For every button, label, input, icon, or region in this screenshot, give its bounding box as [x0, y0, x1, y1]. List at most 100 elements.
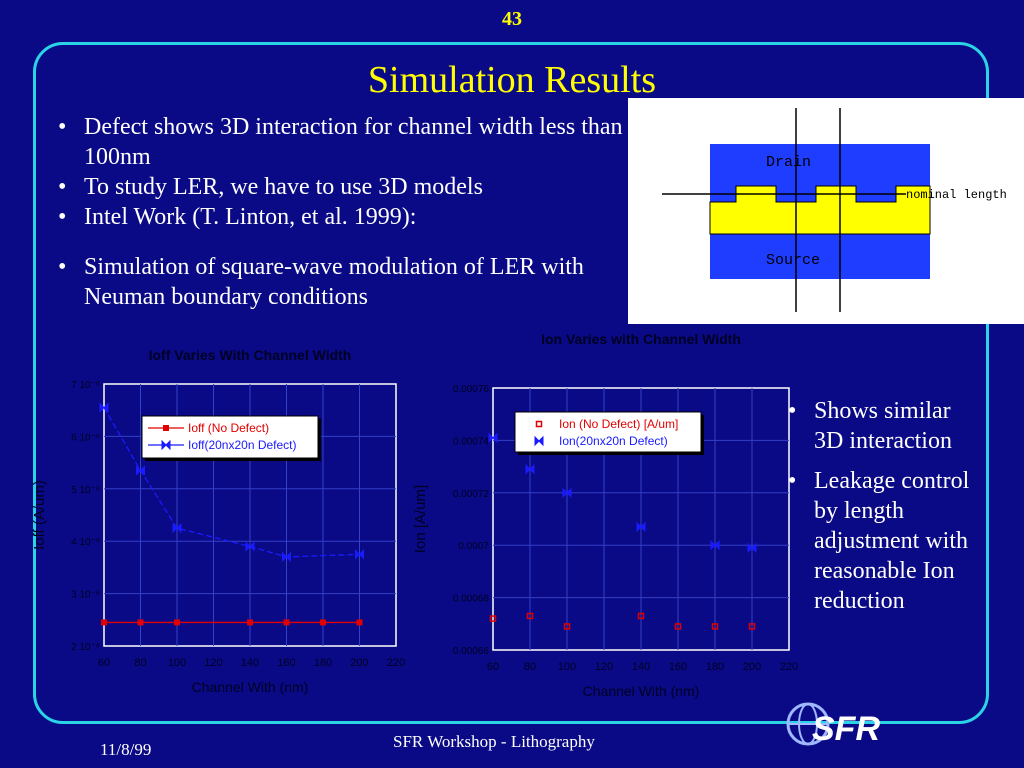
- source-label: Source: [766, 252, 820, 269]
- data-point: [283, 619, 290, 626]
- x-tick-label: 180: [706, 661, 724, 673]
- y-tick-label: 3 10⁻⁶: [71, 590, 100, 601]
- data-point: [101, 619, 107, 626]
- drain-label: Drain: [766, 154, 811, 171]
- bullet-item: • Leakage control by length adjustment wi…: [788, 466, 984, 616]
- x-tick-label: 60: [98, 657, 110, 669]
- legend-label: Ion (No Defect) [A/um]: [559, 417, 678, 431]
- x-axis-label: Channel With (nm): [583, 683, 700, 699]
- y-tick-label: 0.00066: [453, 646, 490, 657]
- device-diagram: Drain Source nominal length: [628, 98, 1024, 324]
- x-tick-label: 120: [595, 661, 613, 673]
- bullet-text: Defect shows 3D interaction for channel …: [84, 114, 623, 170]
- data-point: [674, 623, 682, 630]
- legend-marker: [535, 420, 543, 428]
- slide-title: Simulation Results: [367, 59, 657, 101]
- data-point: [488, 432, 498, 443]
- bullet-list-right: • Shows similar 3D interaction • Leakage c…: [788, 396, 984, 616]
- x-tick-label: 60: [487, 661, 499, 673]
- data-point: [356, 619, 363, 626]
- bullet-dot: •: [788, 468, 797, 494]
- page-number: 43: [502, 8, 522, 30]
- bullet-item: • To study LER, we have to use 3D models: [58, 172, 628, 202]
- x-tick-label: 220: [780, 661, 798, 673]
- bullet-dot: •: [58, 204, 67, 230]
- data-point: [636, 521, 646, 533]
- bullet-text: Shows similar 3D interaction: [814, 398, 952, 454]
- x-tick-label: 200: [350, 657, 368, 669]
- y-tick-label: 0.0007: [458, 541, 489, 552]
- data-point: [562, 487, 572, 499]
- bullet-text: Simulation of square-wave modulation of …: [84, 254, 584, 310]
- legend-box: [141, 415, 319, 459]
- ioff-chart: 60 80 100 120 140 160 180 200 220 7 10⁻⁶ 6 10⁻⁶ 5 1…: [30, 336, 426, 708]
- sfr-logo-svg: SFR: [786, 702, 880, 748]
- y-axis-label: Ioff (A/um): [31, 480, 48, 550]
- bullet-text: To study LER, we have to use 3D models: [84, 174, 483, 200]
- data-point: [174, 619, 180, 626]
- bullet-item: •Intel Work (T. Linton, et al. 1999):: [58, 202, 628, 232]
- x-tick-label: 160: [669, 661, 687, 673]
- x-tick-label: 100: [168, 657, 186, 669]
- channel-region: [709, 185, 931, 235]
- data-point: [563, 623, 571, 630]
- legend-box: [514, 411, 702, 453]
- x-tick-label: 220: [387, 657, 405, 669]
- y-tick-label: 0.00076: [453, 384, 490, 395]
- legend-label: Ioff (No Defect): [188, 421, 269, 435]
- data-point: [637, 612, 645, 620]
- x-tick-label: 80: [134, 657, 146, 669]
- bullet-list-mid: •Simulation of square-wave modulation of…: [58, 252, 628, 312]
- y-tick-label: 4 10⁻⁶: [71, 537, 100, 548]
- legend-marker: [161, 439, 171, 451]
- nominal-length-label: nominal length: [906, 188, 1007, 202]
- bullet-list-top: • Defect shows 3D interaction for channel…: [58, 112, 628, 232]
- bullet-dot: •: [58, 174, 67, 200]
- logo-text: SFR: [812, 710, 880, 748]
- slide-frame: [33, 42, 989, 724]
- y-tick-label: 0.00072: [453, 489, 490, 500]
- sfr-logo: SFR: [780, 698, 900, 750]
- legend-marker: [163, 425, 169, 431]
- data-point: [245, 541, 255, 552]
- data-point: [320, 619, 326, 626]
- y-tick-label: 0.00074: [453, 436, 490, 447]
- data-point: [526, 612, 534, 620]
- legend-label: Ioff(20nx20n Defect): [188, 438, 297, 452]
- x-tick-label: 200: [743, 661, 761, 673]
- bullet-text: Leakage control by length adjustment wit…: [814, 468, 970, 614]
- data-point: [99, 402, 109, 413]
- data-point: [525, 464, 535, 475]
- data-point: [247, 619, 253, 626]
- y-tick-label: 5 10⁻⁶: [71, 485, 100, 496]
- legend-marker: [534, 435, 544, 447]
- x-tick-label: 80: [524, 661, 536, 673]
- y-tick-label: 6 10⁻⁶: [71, 432, 100, 443]
- y-tick-label: 2 10⁻⁶: [71, 642, 100, 653]
- x-tick-label: 160: [277, 657, 295, 669]
- data-point: [747, 542, 757, 554]
- y-tick-label: 7 10⁻⁶: [71, 380, 100, 391]
- x-tick-label: 120: [204, 657, 222, 669]
- data-point: [748, 623, 756, 630]
- data-point: [355, 549, 364, 560]
- legend-label: Ion(20nx20n Defect): [559, 434, 668, 448]
- x-tick-label: 180: [314, 657, 332, 669]
- data-point: [710, 539, 720, 551]
- data-point: [711, 623, 719, 630]
- footer-title: SFR Workshop - Lithography: [393, 732, 595, 751]
- x-tick-label: 140: [241, 657, 259, 669]
- bullet-item: • Defect shows 3D interaction for channel…: [58, 112, 628, 172]
- bullet-dot: •: [788, 398, 797, 424]
- series-line: [103, 407, 360, 558]
- data-point: [489, 615, 497, 622]
- chart-title: Ion Varies with Channel Width: [541, 331, 741, 347]
- device-diagram-svg: Drain Source nominal length: [662, 108, 1007, 312]
- data-point: [137, 619, 144, 626]
- ioff-chart-svg: 60 80 100 120 140 160 180 200 220 7 10⁻⁶ 6 10⁻⁶ 5 1…: [31, 347, 405, 695]
- x-tick-label: 140: [632, 661, 650, 673]
- bullet-item: •Simulation of square-wave modulation of…: [58, 252, 628, 312]
- bullet-dot: •: [58, 114, 67, 140]
